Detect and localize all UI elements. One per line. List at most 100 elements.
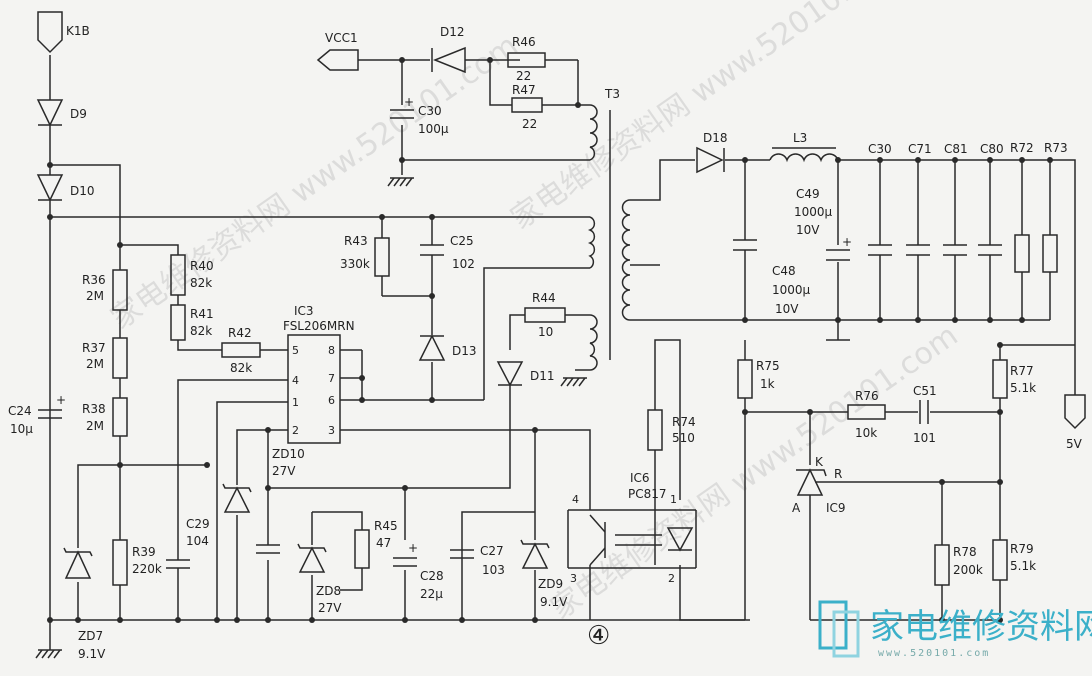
c49-voltage: 10V bbox=[796, 223, 820, 237]
capacitor-c-zd10 bbox=[256, 544, 280, 554]
r72-label: R72 bbox=[1010, 141, 1034, 155]
watermark-text: 家电维修资料网 www.520101.com bbox=[505, 0, 925, 237]
r46-label: R46 bbox=[512, 35, 536, 49]
capacitor-c25: C25 102 bbox=[420, 234, 475, 271]
c48-voltage: 10V bbox=[775, 302, 799, 316]
vcc-port-label: VCC1 bbox=[325, 31, 358, 45]
c49-plus: + bbox=[842, 235, 852, 249]
transformer-t3: T3 bbox=[587, 87, 660, 371]
watermark-text: 家电维修资料网 www.520101.com bbox=[545, 318, 965, 627]
zd7-label: ZD7 bbox=[78, 629, 103, 643]
resistor-r74: R74 510 bbox=[647, 409, 696, 451]
r42-label: R42 bbox=[228, 326, 252, 340]
capacitor-c49: + C49 1000μ 10V bbox=[794, 187, 852, 261]
c71-label: C71 bbox=[908, 142, 932, 156]
resistor-r37: R37 2M bbox=[82, 337, 128, 379]
c30b-label: C30 bbox=[868, 142, 892, 156]
resistor-r44: R44 10 bbox=[524, 291, 566, 339]
r45-value: 47 bbox=[376, 536, 391, 550]
capacitor-c29: C29 104 bbox=[166, 517, 210, 569]
r39-label: R39 bbox=[132, 545, 156, 559]
ground-symbols bbox=[35, 177, 850, 659]
r39-value: 220k bbox=[132, 562, 162, 576]
c28-label: C28 bbox=[420, 569, 444, 583]
r38-value: 2M bbox=[86, 419, 104, 433]
r74-value: 510 bbox=[672, 431, 695, 445]
c27-value: 103 bbox=[482, 563, 505, 577]
d13-label: D13 bbox=[452, 344, 477, 358]
ic9-ref: IC9 bbox=[826, 501, 846, 515]
r37-label: R37 bbox=[82, 341, 106, 355]
r36-label: R36 bbox=[82, 273, 106, 287]
capacitor-c27: C27 103 bbox=[450, 544, 505, 577]
d18-label: D18 bbox=[703, 131, 728, 145]
brand-url: www.520101.com bbox=[878, 648, 990, 659]
diode-d11: D11 bbox=[496, 361, 555, 387]
c30-label: C30 bbox=[418, 104, 442, 118]
resistor-r38: R38 2M bbox=[82, 397, 128, 437]
c25-label: C25 bbox=[450, 234, 474, 248]
output-port-label: 5V bbox=[1066, 437, 1083, 451]
t3-label: T3 bbox=[604, 87, 620, 101]
resistor-r75: R75 1k bbox=[737, 359, 780, 399]
resistor-r78: R78 200k bbox=[934, 544, 983, 586]
ic9-k: K bbox=[815, 455, 824, 469]
ic6-pin: 2 bbox=[668, 572, 675, 585]
zd8-value: 27V bbox=[318, 601, 342, 615]
ic3-pin: 3 bbox=[328, 424, 335, 437]
ic9-r: R bbox=[834, 467, 842, 481]
resistor-r40: R40 82k bbox=[170, 254, 214, 296]
c24-plus: + bbox=[56, 393, 66, 407]
d12-label: D12 bbox=[440, 25, 465, 39]
r44-value: 10 bbox=[538, 325, 553, 339]
capacitor-c48: C48 1000μ 10V bbox=[733, 239, 811, 316]
resistor-r42: R42 82k bbox=[221, 326, 261, 375]
output-port-5v: 5V bbox=[1064, 394, 1086, 451]
ic3-pin: 1 bbox=[292, 396, 299, 409]
r40-label: R40 bbox=[190, 259, 214, 273]
input-port-label: K1B bbox=[66, 24, 90, 38]
diode-d10: D10 bbox=[36, 174, 95, 202]
zener-zd10: ZD10 27V bbox=[222, 447, 305, 513]
c24-label: C24 bbox=[8, 404, 32, 418]
capacitor-c30-secondary: C30 bbox=[868, 142, 892, 256]
zd7-value: 9.1V bbox=[78, 647, 106, 661]
figure-number: ④ bbox=[587, 621, 610, 651]
resistor-r76: R76 10k bbox=[847, 389, 886, 440]
r77-value: 5.1k bbox=[1010, 381, 1036, 395]
r42-value: 82k bbox=[230, 361, 252, 375]
r46-value: 22 bbox=[516, 69, 531, 83]
capacitor-c24: + C24 10μ bbox=[8, 393, 66, 436]
r40-value: 82k bbox=[190, 276, 212, 290]
zd10-value: 27V bbox=[272, 464, 296, 478]
r76-value: 10k bbox=[855, 426, 877, 440]
ic3-pin: 2 bbox=[292, 424, 299, 437]
resistor-r79: R79 5.1k bbox=[992, 539, 1036, 581]
l3-label: L3 bbox=[793, 131, 807, 145]
resistor-r39: R39 220k bbox=[112, 539, 162, 586]
zener-zd8: ZD8 27V bbox=[297, 543, 342, 615]
r41-value: 82k bbox=[190, 324, 212, 338]
r74-label: R74 bbox=[672, 415, 696, 429]
r78-label: R78 bbox=[953, 545, 977, 559]
brand-name: 家电维修资料网 bbox=[870, 607, 1092, 647]
c49-label: C49 bbox=[796, 187, 820, 201]
r43-value: 330k bbox=[340, 257, 370, 271]
c80-label: C80 bbox=[980, 142, 1004, 156]
r36-value: 2M bbox=[86, 289, 104, 303]
resistor-r41: R41 82k bbox=[170, 304, 214, 341]
shunt-regulator-ic9: K R A IC9 bbox=[792, 455, 846, 515]
r76-label: R76 bbox=[855, 389, 879, 403]
vcc-port: VCC1 bbox=[316, 31, 359, 71]
r78-value: 200k bbox=[953, 563, 983, 577]
r77-label: R77 bbox=[1010, 364, 1034, 378]
capacitor-c71: C71 bbox=[906, 142, 932, 256]
resistor-r43: R43 330k bbox=[340, 234, 390, 277]
resistor-r77: R77 5.1k bbox=[992, 359, 1036, 399]
diode-d18: D18 bbox=[696, 131, 728, 174]
ic6-pin: 4 bbox=[572, 493, 579, 506]
ic6-part: PC817 bbox=[628, 487, 667, 501]
resistor-r47: R47 22 bbox=[511, 83, 543, 131]
